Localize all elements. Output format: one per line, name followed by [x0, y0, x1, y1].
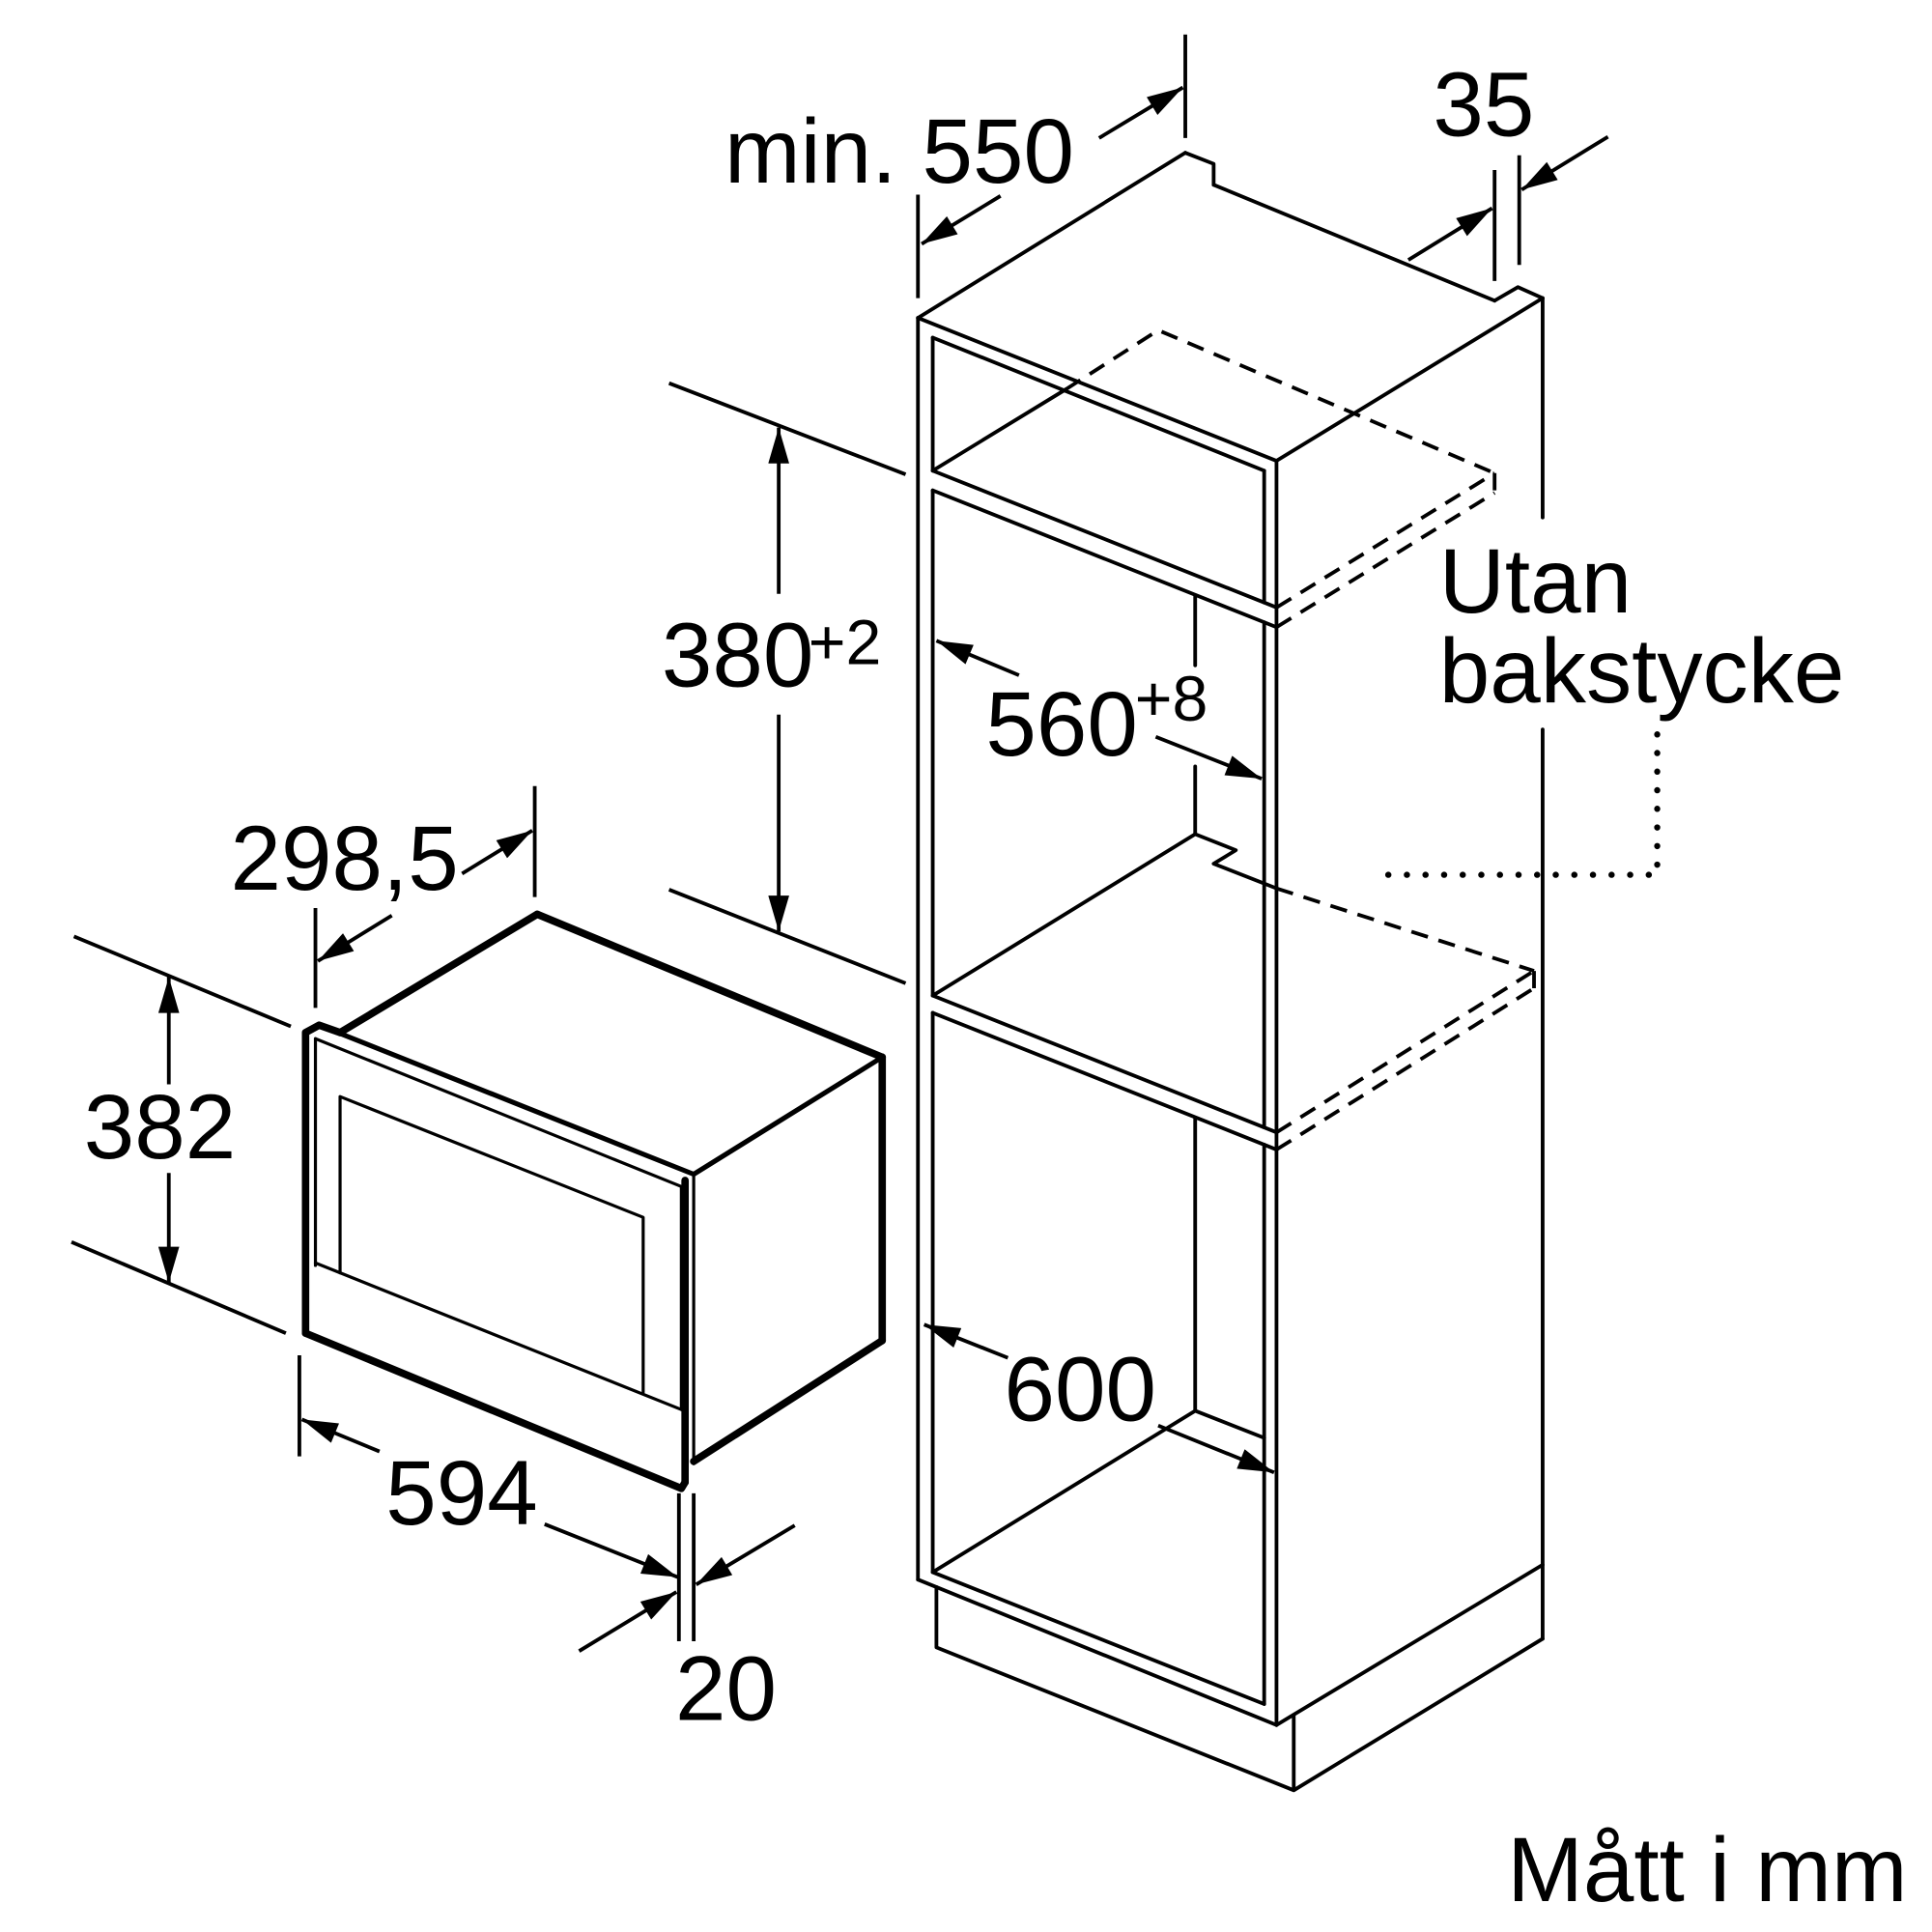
niche-width-arrow-right — [1154, 734, 1263, 781]
door-window — [338, 1094, 645, 1394]
cabinet-width-arrow-right — [1157, 1423, 1275, 1475]
cabinet-width-arrow-left — [923, 1322, 1009, 1360]
appliance-width-label: 594 — [385, 1443, 537, 1545]
appliance-depth-arrow-front — [317, 914, 393, 963]
tall-cabinet — [916, 151, 1661, 1793]
cabinet-upper-shelf-front — [930, 469, 1279, 630]
appliance-front-top-edge — [316, 1022, 696, 1178]
gap-arrow-right — [1520, 134, 1609, 192]
niche-width-tolerance: +8 — [1135, 664, 1208, 735]
cabinet-bottom-inner — [930, 1570, 1266, 1706]
top-gap-label: 35 — [1433, 54, 1534, 156]
appliance-height-extension-bottom — [71, 1239, 287, 1335]
note-leader-dotted — [1382, 731, 1661, 878]
niche-height-extension-top — [668, 381, 907, 476]
cabinet-plinth — [934, 1584, 1545, 1793]
appliance-top-right-edge — [691, 1054, 885, 1178]
front-thickness-arrow-right — [695, 1523, 796, 1586]
front-thickness-arrow-left — [578, 1590, 678, 1653]
cabinet-width-label: 600 — [1005, 1340, 1156, 1441]
note-line-2: bakstycke — [1439, 621, 1845, 723]
appliance-bottom-right-edge — [690, 1336, 887, 1465]
door-frame-top — [313, 1037, 683, 1188]
appliance-height-extension-top — [72, 934, 292, 1029]
niche-width-arrow-left — [935, 639, 1020, 677]
depth-arrow-front — [921, 194, 1002, 246]
appliance-width-arrow-right — [544, 1522, 679, 1579]
gap-arrow-left — [1406, 206, 1493, 262]
cabinet-middle-shelf-front — [930, 993, 1279, 1151]
cabinet-front-top-inner — [930, 335, 1266, 473]
upper-shelf-hidden-edges — [1275, 471, 1497, 629]
niche-back-notch — [1193, 832, 1279, 891]
cabinet-top-left-edge — [916, 151, 1187, 320]
cabinet-depth-label: min. 550 — [724, 101, 1074, 203]
cabinet-top-back-notch-right — [1492, 285, 1545, 303]
appliance-top-left-edge — [336, 910, 541, 1037]
units-note: Mått i mm — [1507, 1820, 1907, 1921]
cabinet-front-top-outer — [916, 316, 1279, 463]
lower-compartment-floor-edge — [930, 1408, 1266, 1575]
niche-width-value: 560 — [985, 674, 1137, 776]
upper-compartment-hidden-edge — [1065, 327, 1495, 475]
cabinet-top-right-edge — [1274, 296, 1545, 463]
control-strip-line — [313, 1261, 683, 1411]
niche-height-value: 380 — [662, 605, 813, 706]
niche-floor-left-edge — [930, 832, 1198, 998]
appliance-dimensions — [71, 785, 796, 1653]
depth-arrow-back — [1097, 85, 1184, 140]
niche-hidden-back-edge — [1275, 886, 1535, 973]
appliance-height-label: 382 — [84, 1077, 236, 1179]
cabinet-dimensions — [668, 34, 1609, 1475]
niche-height-tolerance: +2 — [809, 608, 882, 679]
appliance-top-back-edge — [533, 910, 887, 1062]
front-thickness-label: 20 — [675, 1639, 777, 1741]
upper-compartment-floor-edge — [930, 387, 1068, 473]
cabinet-bottom-right-edge — [1274, 1562, 1545, 1727]
microwave-appliance — [301, 910, 887, 1492]
appliance-depth-label: 298,5 — [231, 809, 459, 910]
labels: min. 550 35 380 +2 560 +8 Utan bakstycke… — [84, 54, 1908, 1921]
niche-height-extension-bottom — [668, 888, 907, 985]
cabinet-top-back-edge — [1211, 183, 1497, 303]
cabinet-bottom-outer — [916, 1577, 1279, 1727]
middle-shelf-hidden-edges — [1275, 969, 1536, 1151]
note-line-1: Utan — [1439, 531, 1632, 633]
cabinet-top-back-notch-left — [1183, 151, 1216, 187]
appliance-depth-arrow-back — [461, 829, 534, 875]
appliance-width-arrow-left — [300, 1417, 381, 1454]
appliance-front-left-edge — [301, 1021, 344, 1337]
